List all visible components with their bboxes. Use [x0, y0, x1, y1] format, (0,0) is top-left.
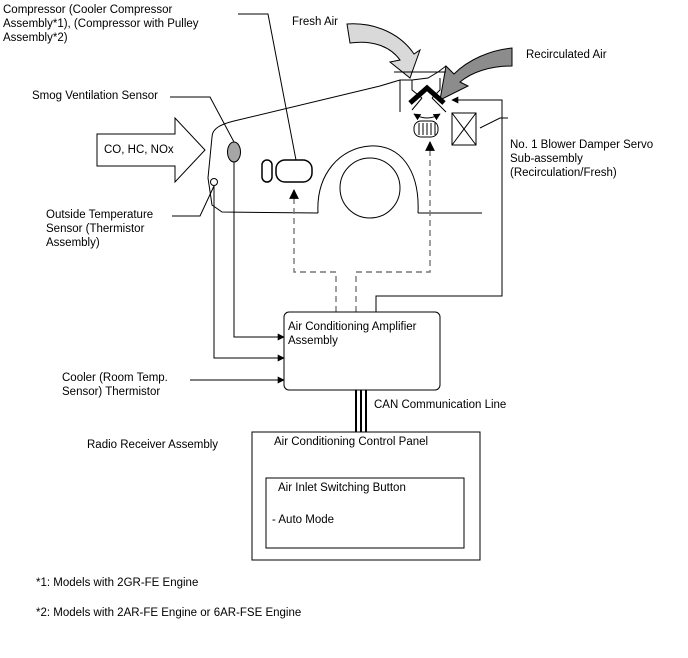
label-co-hc-nox: CO, HC, NOx [104, 144, 174, 156]
leader-lines [170, 13, 508, 217]
label-recirculated-air: Recirculated Air [526, 49, 607, 61]
co-hc-nox-arrow [96, 116, 206, 184]
damper-flap [408, 84, 446, 105]
label-ac-amplifier: Air Conditioning Amplifier Assembly [288, 321, 417, 347]
fresh-air-arrow [346, 23, 421, 79]
label-radio-receiver: Radio Receiver Assembly [87, 439, 219, 451]
can-bus-lines [355, 390, 367, 432]
label-can-line: CAN Communication Line [374, 399, 507, 411]
footnote-1: *1: Models with 2GR-FE Engine [36, 577, 199, 589]
damper-swing-arrow [413, 113, 441, 121]
compressor-shapes [261, 159, 313, 183]
control-wires [289, 141, 435, 312]
outside-temp-sensor-icon [210, 178, 218, 186]
footnote-2: *2: Models with 2AR-FE Engine or 6AR-FSE… [36, 607, 302, 619]
recirculated-air-arrow [439, 47, 513, 101]
label-smog-sensor: Smog Ventilation Sensor [32, 90, 158, 102]
label-outside-temp-sensor: Outside Temperature Sensor (Thermistor A… [46, 209, 154, 249]
smog-sensor-icon [227, 141, 241, 163]
label-compressor: Compressor (Cooler Compressor Assembly*1… [3, 4, 199, 44]
engine-pulley [317, 145, 419, 219]
label-control-panel: Air Conditioning Control Panel [274, 436, 429, 448]
label-damper-servo: No. 1 Blower Damper Servo Sub-assembly (… [510, 139, 654, 179]
damper-servo-icon [413, 120, 439, 138]
filter-icon [451, 112, 477, 146]
inlet-button-box [265, 477, 465, 549]
label-auto-mode: - Auto Mode [272, 514, 335, 526]
label-room-temp-sensor: Cooler (Room Temp. Sensor) Thermistor [62, 372, 168, 398]
vehicle-outline [207, 65, 482, 214]
signal-wires [190, 96, 503, 384]
label-inlet-button: Air Inlet Switching Button [278, 482, 406, 494]
label-fresh-air: Fresh Air [292, 16, 339, 28]
